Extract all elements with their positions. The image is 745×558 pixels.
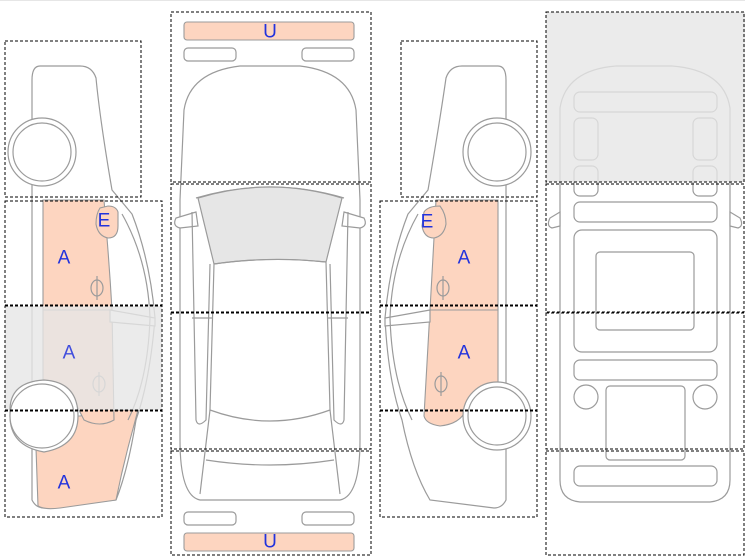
underside-center-panel <box>595 251 695 331</box>
rear-left-lamp <box>183 511 237 526</box>
left-side-view: A A A E <box>4 40 163 518</box>
front-bumper-mark: U <box>263 22 277 43</box>
top-body-outline <box>179 65 361 501</box>
windshield <box>197 186 343 265</box>
rear-bumper-damaged[interactable] <box>183 532 355 552</box>
left-front-door-mark: A <box>58 248 71 269</box>
panel-left-rear-door[interactable] <box>4 305 163 411</box>
top-rule <box>0 0 745 1</box>
panel-right-rear-door[interactable] <box>379 305 538 411</box>
right-front-door-mark: A <box>458 248 471 269</box>
underside-mid-bar <box>573 359 718 381</box>
underside-left-flap <box>547 210 561 229</box>
underside-right-mount <box>692 384 718 410</box>
right-rear-wheel-inner <box>467 386 527 446</box>
rear-window <box>199 409 341 495</box>
left-front-wheel <box>7 117 77 187</box>
panel-left-rear[interactable] <box>4 410 163 518</box>
right-rear-wheel <box>462 381 532 451</box>
underside-right-flap <box>729 210 743 229</box>
panel-left-front[interactable] <box>4 40 142 198</box>
panel-underside-mid-front[interactable] <box>545 183 745 313</box>
left-rear-quarter-mark: A <box>58 473 71 494</box>
panel-left-front-door[interactable] <box>4 200 163 306</box>
panel-top-front[interactable] <box>170 11 372 183</box>
panel-top-windshield[interactable] <box>170 183 372 313</box>
top-left-doors <box>191 211 211 425</box>
panel-underside-rear[interactable] <box>545 450 745 556</box>
left-front-wheel-inner <box>12 122 72 182</box>
right-window-frame <box>389 213 419 421</box>
left-fuel-lid-mark: E <box>98 211 111 232</box>
right-front-wheel-inner <box>467 122 527 182</box>
underside-cross-bar <box>573 201 718 223</box>
underside-left-mount <box>573 384 599 410</box>
underside-rear-bar <box>573 465 718 487</box>
right-front-wheel <box>462 117 532 187</box>
panel-top-roof[interactable] <box>170 312 372 450</box>
right-side-view: A A E <box>379 40 538 518</box>
rear-right-lamp <box>301 511 355 526</box>
panel-underside-mid-rear[interactable] <box>545 312 745 450</box>
right-rear-door-handle <box>434 372 448 396</box>
front-right-lamp <box>301 47 355 62</box>
underside-view <box>545 11 745 556</box>
top-view: U U <box>170 11 372 556</box>
rear-bumper-mark: U <box>263 532 277 553</box>
right-fuel-lid-damaged[interactable] <box>421 205 447 239</box>
left-front-door-handle <box>90 276 104 300</box>
panel-right-rear[interactable] <box>379 410 538 518</box>
left-fuel-lid-damaged[interactable] <box>95 205 119 239</box>
panel-underside-front[interactable] <box>545 11 745 183</box>
underside-highlight-zone <box>546 12 745 182</box>
left-rear-door-mark: A <box>63 343 76 364</box>
front-bumper-damaged[interactable] <box>183 21 355 41</box>
underside-rear-panel <box>605 385 686 461</box>
right-front-door-handle <box>436 276 450 300</box>
panel-right-front[interactable] <box>400 40 538 198</box>
right-fuel-lid-mark: E <box>421 212 434 233</box>
left-rear-wheel <box>9 383 75 449</box>
front-left-lamp <box>183 47 237 62</box>
right-rear-door-mark: A <box>458 343 471 364</box>
panel-right-front-door[interactable] <box>379 200 538 306</box>
right-side-mirror <box>384 309 431 327</box>
top-left-mirror <box>174 211 199 229</box>
top-right-doors <box>329 211 349 425</box>
top-right-mirror <box>341 211 366 229</box>
panel-top-rear[interactable] <box>170 450 372 556</box>
